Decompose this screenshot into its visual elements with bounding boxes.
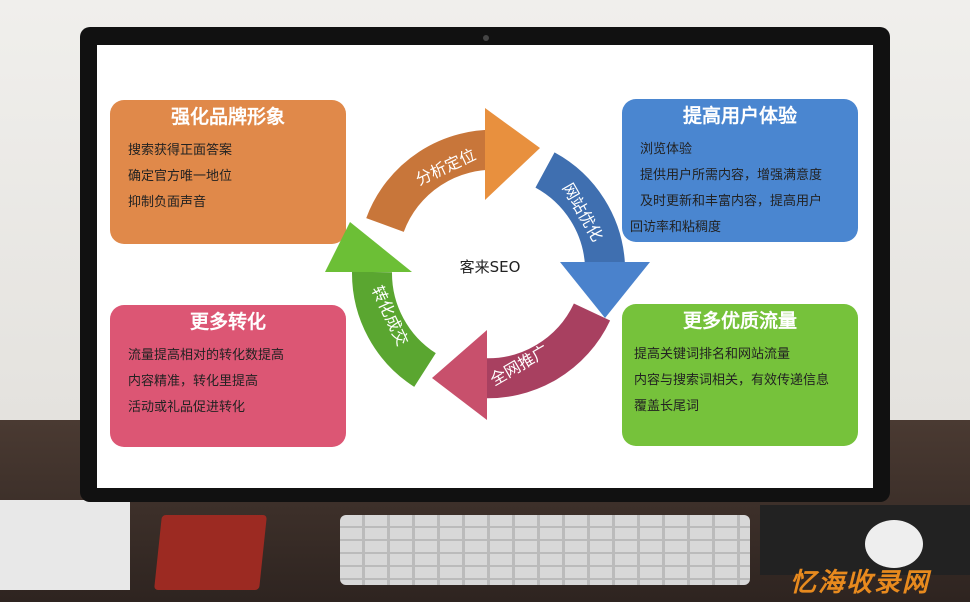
box-ux: 提高用户体验 浏览体验 提供用户所需内容，增强满意度 及时更新和丰富内容，提高用…: [622, 99, 858, 242]
mouse: [865, 520, 923, 568]
box-brand: 强化品牌形象 搜索获得正面答案 确定官方唯一地位 抑制负面声音: [110, 100, 346, 244]
box-line: 回访率和粘稠度: [630, 220, 722, 235]
box-line: 及时更新和丰富内容，提高用户: [640, 194, 823, 209]
box-line: 流量提高相对的转化数提高: [128, 348, 285, 363]
box-title: 提高用户体验: [682, 105, 797, 127]
box-traffic: 更多优质流量 提高关键词排名和网站流量 内容与搜索词相关，有效传递信息 覆盖长尾…: [622, 304, 858, 446]
box-line: 提供用户所需内容，增强满意度: [640, 168, 823, 183]
box-line: 内容精准，转化里提高: [128, 374, 259, 389]
box-line: 浏览体验: [640, 142, 693, 157]
box-line: 活动或礼品促进转化: [128, 400, 246, 415]
watermark: 忆海收录网: [790, 568, 931, 598]
book: [0, 500, 130, 590]
arrow-analysis: 分析定位: [366, 108, 540, 233]
box-title: 更多转化: [189, 311, 266, 333]
camera-icon: [483, 35, 489, 41]
box-line: 确定官方唯一地位: [128, 169, 233, 184]
box-line: 搜索获得正面答案: [128, 143, 233, 158]
box-title: 强化品牌形象: [170, 106, 285, 128]
keyboard: [340, 515, 750, 585]
box-line: 提高关键词排名和网站流量: [634, 347, 791, 362]
box-line: 内容与搜索词相关，有效传递信息: [634, 373, 830, 388]
box-title: 更多优质流量: [682, 310, 797, 332]
box-conversion: 更多转化 流量提高相对的转化数提高 内容精准，转化里提高 活动或礼品促进转化: [110, 305, 346, 447]
center-label: 客来SEO: [459, 258, 521, 276]
arrow-promotion: 全网推广: [432, 302, 611, 420]
arrow-conversion: 转化成交: [325, 222, 437, 387]
arrow-optimization: 网站优化: [534, 152, 650, 318]
box-line: 覆盖长尾词: [634, 399, 700, 414]
box-line: 抑制负面声音: [128, 195, 207, 210]
